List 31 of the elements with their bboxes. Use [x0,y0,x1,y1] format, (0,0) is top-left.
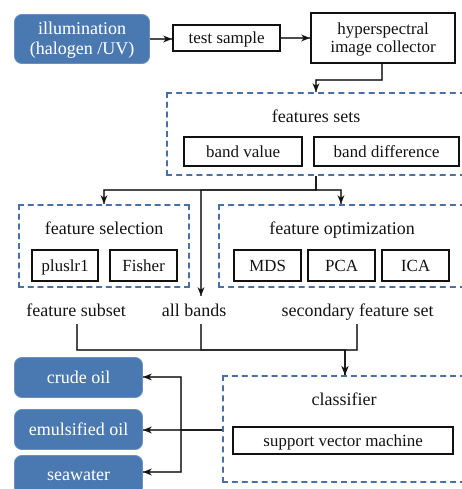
class-box: crude oil [14,357,143,398]
group-title: classifier [312,389,376,410]
arrow [150,35,172,43]
process-box: MDS [233,249,302,282]
class-box: seawater [14,455,143,489]
process-box: pluslr1 [31,249,99,282]
process-box: support vector machine [232,426,454,455]
process-box: test sample [172,24,281,52]
arrow [197,176,317,296]
arrow [312,64,383,92]
process-box: band difference [313,136,460,167]
group-title: features sets [272,106,360,127]
class-box: emulsified oil [14,409,143,450]
dashed-group [218,204,462,288]
node-label: secondary feature set [255,296,460,324]
group-title: feature optimization [269,218,415,239]
process-box: hyperspectral image collector [310,12,456,64]
dashed-group [18,204,190,288]
class-box: illumination (halogen /UV) [14,14,150,64]
arrow [341,324,358,375]
process-box: band value [183,136,303,167]
node-label: all bands [150,296,238,324]
node-label: feature subset [6,296,146,324]
process-box: Fisher [109,249,178,282]
dashed-group [166,92,462,176]
process-box: PCA [307,249,376,282]
dashed-group [222,375,462,483]
arrow [143,429,222,476]
group-title: feature selection [44,218,164,239]
process-box: ICA [381,249,450,282]
arrow [281,34,310,42]
